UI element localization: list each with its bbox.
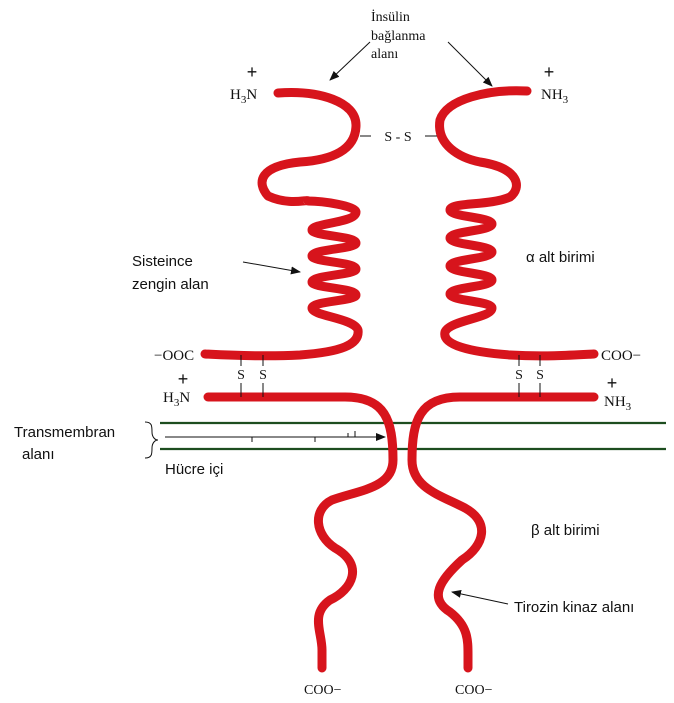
nh3-nh: NH xyxy=(541,87,563,103)
alpha-left-carboxyl: −OOC xyxy=(154,348,194,364)
amino-terminus-top-left: + H3N xyxy=(230,62,257,106)
beta-right-carboxyl: COO− xyxy=(455,683,493,698)
insulin-binding-line-2: bağlanma xyxy=(371,29,426,44)
disulfide-bond-top: S - S xyxy=(360,130,437,145)
disulfide-bonds-left: S S xyxy=(237,355,267,397)
h3n-n: N xyxy=(246,87,257,103)
svg-text:NH3: NH3 xyxy=(604,394,632,413)
cysteine-rich-label-line-1: Sisteince xyxy=(132,253,193,270)
insulin-binding-label: İnsülin bağlanma alanı xyxy=(371,9,426,62)
amino-terminus-top-right: + NH3 xyxy=(541,62,569,106)
beta-subunit-label: β alt birimi xyxy=(531,522,600,539)
h3n-h: H xyxy=(163,390,174,406)
alpha-subunit-label: α alt birimi xyxy=(526,249,595,266)
plus-sign: + xyxy=(544,62,555,82)
sulfur-label: S xyxy=(515,368,523,383)
plus-sign: + xyxy=(178,369,189,389)
ss-bond-label: S - S xyxy=(384,130,411,145)
disulfide-bonds-right: S S xyxy=(515,355,544,397)
transmembrane-arrow xyxy=(165,431,385,442)
amino-terminus-beta-left: + H3N xyxy=(163,369,190,409)
cysteine-rich-label-line-2: zengin alan xyxy=(132,276,209,293)
transmembrane-brace xyxy=(145,422,158,458)
svg-text:H3N: H3N xyxy=(230,87,257,106)
insulin-binding-line-1: İnsülin xyxy=(371,9,410,25)
transmembrane-label-line-2: alanı xyxy=(22,446,55,463)
insulin-binding-line-3: alanı xyxy=(371,47,398,62)
insulin-binding-arrow-left xyxy=(330,42,370,80)
alpha-chain-right xyxy=(440,91,594,356)
alpha-chain-left xyxy=(205,93,358,356)
nh3-subscript: 3 xyxy=(563,94,569,106)
sulfur-label: S xyxy=(237,368,245,383)
amino-terminus-beta-right: + NH3 xyxy=(604,373,632,413)
plus-sign: + xyxy=(247,62,258,82)
transmembrane-label-line-1: Transmembran xyxy=(14,424,115,441)
beta-left-carboxyl: COO− xyxy=(304,683,342,698)
plus-sign: + xyxy=(607,373,618,393)
cysteine-rich-arrow xyxy=(243,262,300,272)
sulfur-label: S xyxy=(259,368,267,383)
h3n-n: N xyxy=(179,390,190,406)
nh3-subscript: 3 xyxy=(626,401,632,413)
alpha-right-carboxyl: COO− xyxy=(601,348,641,364)
intracellular-label: Hücre içi xyxy=(165,461,223,478)
tyrosine-kinase-label: Tirozin kinaz alanı xyxy=(514,599,634,616)
svg-text:H3N: H3N xyxy=(163,390,190,409)
svg-text:NH3: NH3 xyxy=(541,87,569,106)
h3n-h: H xyxy=(230,87,241,103)
sulfur-label: S xyxy=(536,368,544,383)
insulin-binding-arrow-right xyxy=(448,42,492,86)
nh3-nh: NH xyxy=(604,394,626,410)
tyrosine-kinase-arrow xyxy=(452,592,508,604)
beta-chain-left xyxy=(208,397,393,668)
